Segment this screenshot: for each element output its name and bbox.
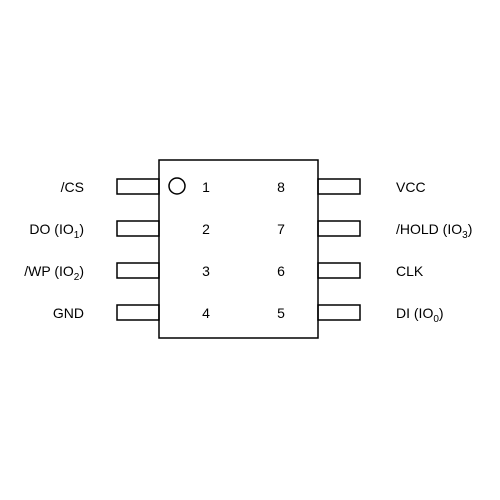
pin-label-text: DO (IO [29,221,73,237]
pin-label-text: VCC [396,179,426,195]
pin-label-gnd: GND [53,305,84,321]
pin-label-subscript: 2 [74,272,80,283]
pin-lead-6 [317,262,361,279]
pin-number-5: 5 [277,305,285,321]
pin-lead-1 [116,178,160,195]
pin-label-suffix: ) [79,221,84,237]
pin-label-hold: /HOLD (IO3) [396,221,472,241]
pin-number-3: 3 [202,263,210,279]
pin-label-text: GND [53,305,84,321]
pin-lead-4 [116,304,160,321]
pin-label-text: /CS [61,179,84,195]
pin-label-suffix: ) [439,305,444,321]
pin-label-subscript: 1 [74,230,80,241]
pin-label-text: CLK [396,263,424,279]
pin-label-subscript: 0 [433,314,439,325]
pin-label-text: DI (IO [396,305,433,321]
pin-label-cs: /CS [61,179,84,195]
pin-label-suffix: ) [79,263,84,279]
pin-label-do: DO (IO1) [29,221,84,241]
pin-label-text: /WP (IO [24,263,74,279]
pin-label-vcc: VCC [396,179,426,195]
pin-number-6: 6 [277,263,285,279]
pin-lead-7 [317,220,361,237]
pin-label-subscript: 3 [462,230,468,241]
pin-number-1: 1 [202,179,210,195]
pin-number-8: 8 [277,179,285,195]
pin-label-wp: /WP (IO2) [24,263,84,283]
pin-label-suffix: ) [468,221,473,237]
pin1-marker-circle [168,177,186,195]
pin-number-2: 2 [202,221,210,237]
pin-lead-5 [317,304,361,321]
pin-lead-3 [116,262,160,279]
pin-lead-2 [116,220,160,237]
pin-label-clk: CLK [396,263,424,279]
pin-number-4: 4 [202,305,210,321]
pin-lead-8 [317,178,361,195]
pin-number-7: 7 [277,221,285,237]
pin-label-di: DI (IO0) [396,305,444,325]
chip-body [158,159,319,339]
pin-label-text: /HOLD (IO [396,221,462,237]
